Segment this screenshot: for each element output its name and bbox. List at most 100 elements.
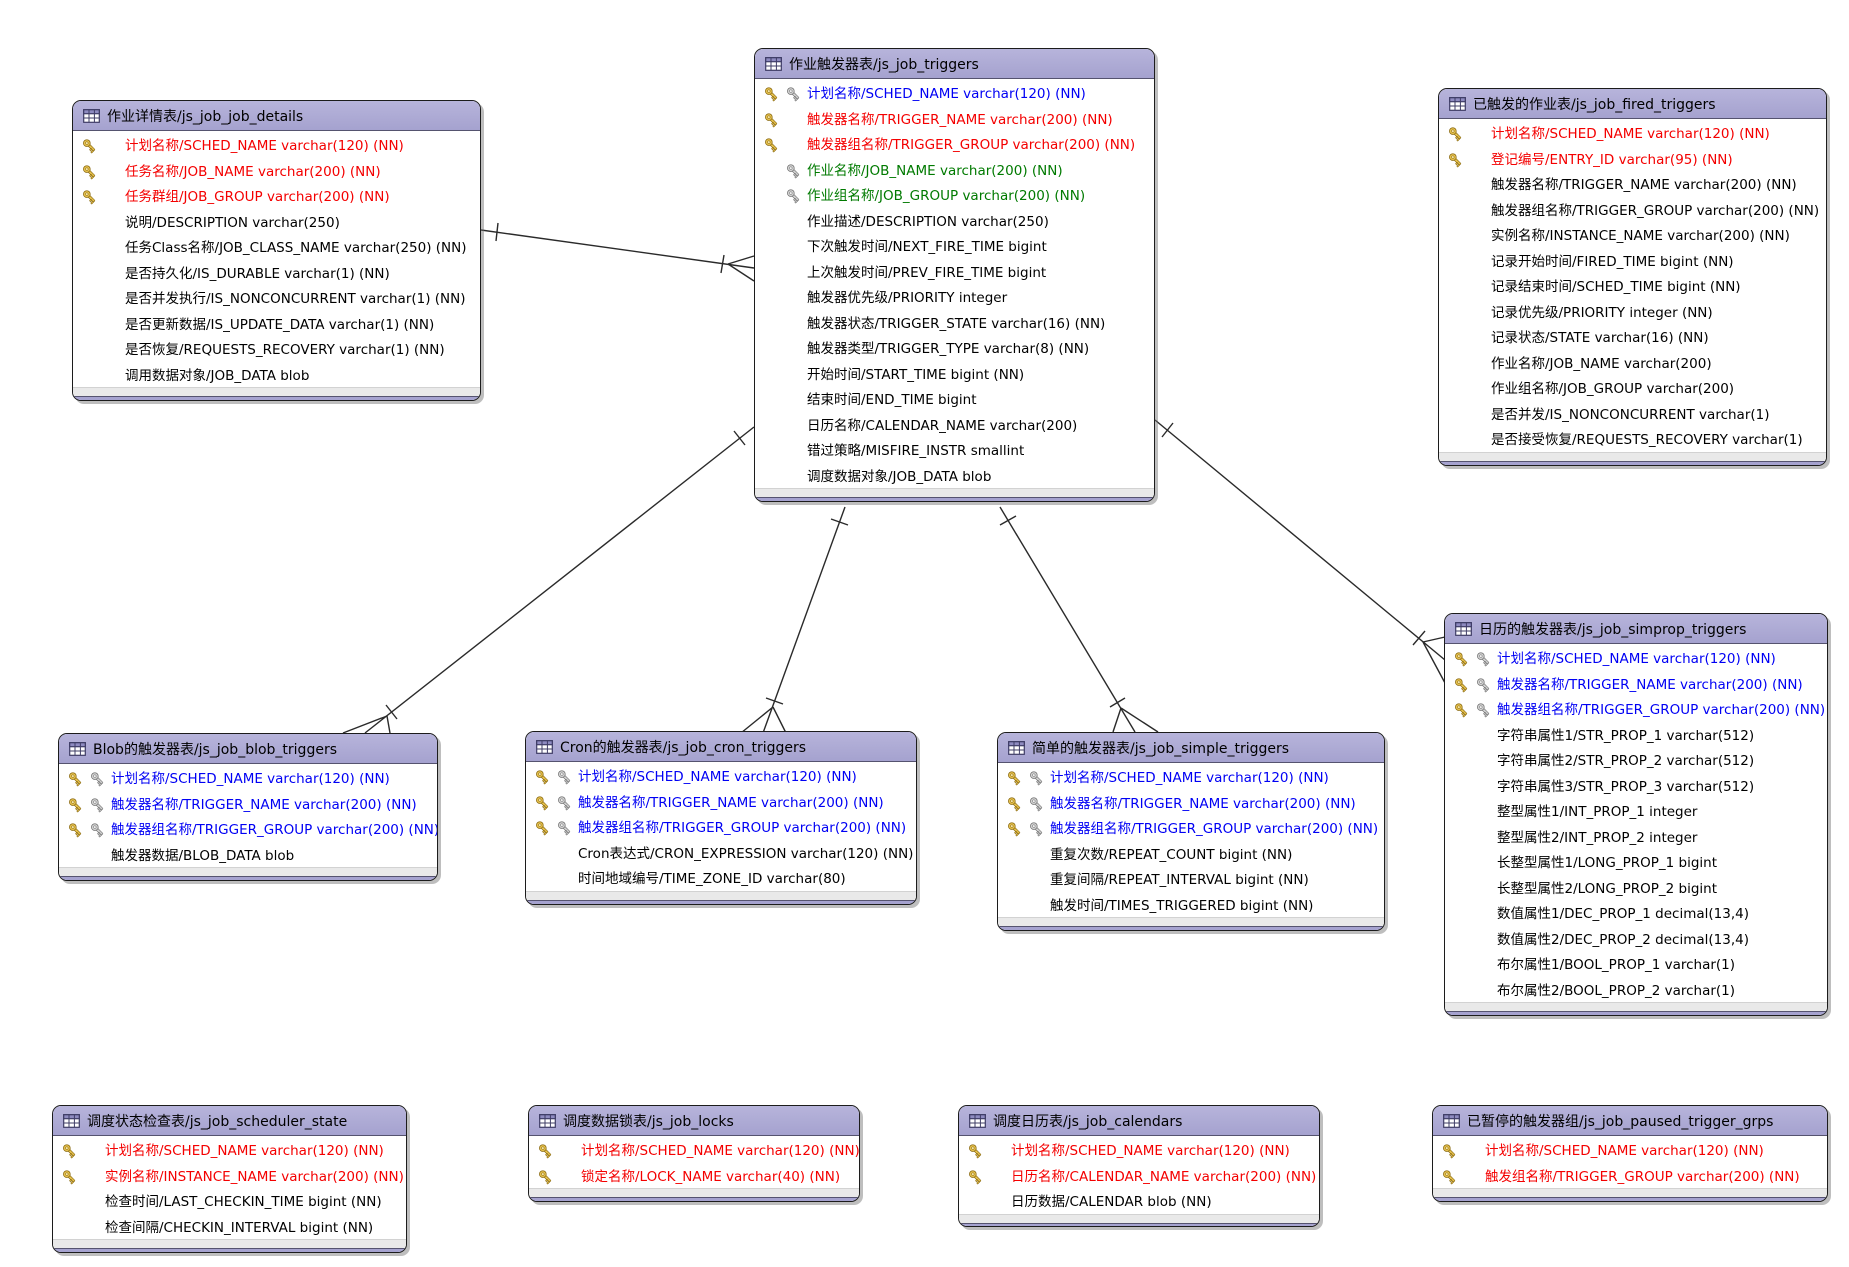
field-row[interactable]: 是否并发执行/IS_NONCONCURRENT varchar(1) (NN) [73,285,480,311]
field-row[interactable]: 触发器优先级/PRIORITY integer [755,284,1154,310]
table-header-js_job_scheduler_state[interactable]: 调度状态检查表/js_job_scheduler_state [53,1106,406,1136]
field-row[interactable]: 触发器名称/TRIGGER_NAME varchar(200) (NN) [755,106,1154,132]
table-header-js_job_simple_triggers[interactable]: 简单的触发器表/js_job_simple_triggers [998,733,1384,763]
field-row[interactable]: 记录开始时间/FIRED_TIME bigint (NN) [1439,248,1826,274]
table-header-js_job_blob_triggers[interactable]: Blob的触发器表/js_job_blob_triggers [59,734,437,764]
field-row[interactable]: 触发器状态/TRIGGER_STATE varchar(16) (NN) [755,310,1154,336]
field-row[interactable]: 字符串属性2/STR_PROP_2 varchar(512) [1445,747,1827,773]
field-row[interactable]: Cron表达式/CRON_EXPRESSION varchar(120) (NN… [526,840,916,866]
field-row[interactable]: 日历名称/CALENDAR_NAME varchar(200) (NN) [959,1163,1319,1189]
field-row[interactable]: 调度数据对象/JOB_DATA blob [755,463,1154,489]
table-header-js_job_job_details[interactable]: 作业详情表/js_job_job_details [73,101,480,131]
field-row[interactable]: 触发器组名称/TRIGGER_GROUP varchar(200) (NN) [755,131,1154,157]
field-row[interactable]: 登记编号/ENTRY_ID varchar(95) (NN) [1439,146,1826,172]
field-row[interactable]: 触发器数据/BLOB_DATA blob [59,842,437,868]
field-row[interactable]: 重复次数/REPEAT_COUNT bigint (NN) [998,841,1384,867]
field-row[interactable]: 错过策略/MISFIRE_INSTR smallint [755,437,1154,463]
field-row[interactable]: 作业名称/JOB_NAME varchar(200) [1439,350,1826,376]
field-row[interactable]: 长整型属性2/LONG_PROP_2 bigint [1445,875,1827,901]
field-row[interactable]: 触发时间/TIMES_TRIGGERED bigint (NN) [998,892,1384,918]
field-row[interactable]: 记录状态/STATE varchar(16) (NN) [1439,324,1826,350]
field-row[interactable]: 字符串属性3/STR_PROP_3 varchar(512) [1445,773,1827,799]
table-header-js_job_locks[interactable]: 调度数据锁表/js_job_locks [529,1106,859,1136]
field-row[interactable]: 触发器名称/TRIGGER_NAME varchar(200) (NN) [526,789,916,815]
field-row[interactable]: 计划名称/SCHED_NAME varchar(120) (NN) [59,765,437,791]
field-row[interactable]: 重复间隔/REPEAT_INTERVAL bigint (NN) [998,866,1384,892]
table-header-js_job_calendars[interactable]: 调度日历表/js_job_calendars [959,1106,1319,1136]
field-row[interactable]: 检查间隔/CHECKIN_INTERVAL bigint (NN) [53,1214,406,1240]
field-row[interactable]: 整型属性2/INT_PROP_2 integer [1445,824,1827,850]
field-row[interactable]: 上次触发时间/PREV_FIRE_TIME bigint [755,259,1154,285]
field-row[interactable]: 计划名称/SCHED_NAME varchar(120) (NN) [1439,120,1826,146]
field-row[interactable]: 触发器组名称/TRIGGER_GROUP varchar(200) (NN) [526,814,916,840]
field-row[interactable]: 数值属性2/DEC_PROP_2 decimal(13,4) [1445,926,1827,952]
field-row[interactable]: 布尔属性1/BOOL_PROP_1 varchar(1) [1445,951,1827,977]
table-header-js_job_triggers[interactable]: 作业触发器表/js_job_triggers [755,49,1154,79]
field-row[interactable]: 计划名称/SCHED_NAME varchar(120) (NN) [755,80,1154,106]
field-row[interactable]: 整型属性1/INT_PROP_1 integer [1445,798,1827,824]
field-row[interactable]: 布尔属性2/BOOL_PROP_2 varchar(1) [1445,977,1827,1003]
field-row[interactable]: 数值属性1/DEC_PROP_1 decimal(13,4) [1445,900,1827,926]
field-row[interactable]: 作业组名称/JOB_GROUP varchar(200) [1439,375,1826,401]
field-row[interactable]: 触发器类型/TRIGGER_TYPE varchar(8) (NN) [755,335,1154,361]
field-row[interactable]: 触发器组名称/TRIGGER_GROUP varchar(200) (NN) [998,815,1384,841]
table-header-js_job_simprop_triggers[interactable]: 日历的触发器表/js_job_simprop_triggers [1445,614,1827,644]
field-row[interactable]: 开始时间/START_TIME bigint (NN) [755,361,1154,387]
field-row[interactable]: 作业名称/JOB_NAME varchar(200) (NN) [755,157,1154,183]
field-row[interactable]: 长整型属性1/LONG_PROP_1 bigint [1445,849,1827,875]
field-row[interactable]: 日历名称/CALENDAR_NAME varchar(200) [755,412,1154,438]
field-row[interactable]: 是否并发/IS_NONCONCURRENT varchar(1) [1439,401,1826,427]
field-row[interactable]: 作业组名称/JOB_GROUP varchar(200) (NN) [755,182,1154,208]
field-row[interactable]: 结束时间/END_TIME bigint [755,386,1154,412]
field-row[interactable]: 是否接受恢复/REQUESTS_RECOVERY varchar(1) [1439,426,1826,452]
field-row[interactable]: 触发组名称/TRIGGER_GROUP varchar(200) (NN) [1433,1163,1827,1189]
field-row[interactable]: 实例名称/INSTANCE_NAME varchar(200) (NN) [53,1163,406,1189]
field-row[interactable]: 时间地域编号/TIME_ZONE_ID varchar(80) [526,865,916,891]
field-row[interactable]: 下次触发时间/NEXT_FIRE_TIME bigint [755,233,1154,259]
field-row[interactable]: 计划名称/SCHED_NAME varchar(120) (NN) [73,132,480,158]
field-row[interactable]: 触发器名称/TRIGGER_NAME varchar(200) (NN) [998,790,1384,816]
field-row[interactable]: 检查时间/LAST_CHECKIN_TIME bigint (NN) [53,1188,406,1214]
field-row[interactable]: 是否更新数据/IS_UPDATE_DATA varchar(1) (NN) [73,311,480,337]
field-row[interactable]: 计划名称/SCHED_NAME varchar(120) (NN) [53,1137,406,1163]
field-row[interactable]: 日历数据/CALENDAR blob (NN) [959,1188,1319,1214]
field-row[interactable]: 任务名称/JOB_NAME varchar(200) (NN) [73,158,480,184]
field-row[interactable]: 调用数据对象/JOB_DATA blob [73,362,480,388]
field-row[interactable]: 计划名称/SCHED_NAME varchar(120) (NN) [1445,645,1827,671]
field-row[interactable]: 是否持久化/IS_DURABLE varchar(1) (NN) [73,260,480,286]
field-row[interactable]: 说明/DESCRIPTION varchar(250) [73,209,480,235]
field-row[interactable]: 触发器名称/TRIGGER_NAME varchar(200) (NN) [59,791,437,817]
field-row[interactable]: 计划名称/SCHED_NAME varchar(120) (NN) [998,764,1384,790]
field-row[interactable]: 是否恢复/REQUESTS_RECOVERY varchar(1) (NN) [73,336,480,362]
field-row[interactable]: 计划名称/SCHED_NAME varchar(120) (NN) [526,763,916,789]
field-row[interactable]: 计划名称/SCHED_NAME varchar(120) (NN) [1433,1137,1827,1163]
field-row[interactable]: 记录结束时间/SCHED_TIME bigint (NN) [1439,273,1826,299]
field-row[interactable]: 触发器组名称/TRIGGER_GROUP varchar(200) (NN) [59,816,437,842]
field-row[interactable]: 任务Class名称/JOB_CLASS_NAME varchar(250) (N… [73,234,480,260]
field-row[interactable]: 计划名称/SCHED_NAME varchar(120) (NN) [529,1137,859,1163]
field-row[interactable]: 记录优先级/PRIORITY integer (NN) [1439,299,1826,325]
field-row[interactable]: 触发器组名称/TRIGGER_GROUP varchar(200) (NN) [1439,197,1826,223]
table-header-js_job_paused_trigger_grps[interactable]: 已暂停的触发器组/js_job_paused_trigger_grps [1433,1106,1827,1136]
field-row[interactable]: 字符串属性1/STR_PROP_1 varchar(512) [1445,722,1827,748]
table-header-js_job_fired_triggers[interactable]: 已触发的作业表/js_job_fired_triggers [1439,89,1826,119]
field-row[interactable]: 触发器名称/TRIGGER_NAME varchar(200) (NN) [1445,671,1827,697]
field-row[interactable]: 触发器名称/TRIGGER_NAME varchar(200) (NN) [1439,171,1826,197]
field-row[interactable]: 任务群组/JOB_GROUP varchar(200) (NN) [73,183,480,209]
field-row[interactable]: 锁定名称/LOCK_NAME varchar(40) (NN) [529,1163,859,1189]
field-row[interactable]: 触发器组名称/TRIGGER_GROUP varchar(200) (NN) [1445,696,1827,722]
field-row[interactable]: 作业描述/DESCRIPTION varchar(250) [755,208,1154,234]
field-row[interactable]: 实例名称/INSTANCE_NAME varchar(200) (NN) [1439,222,1826,248]
table-header-js_job_cron_triggers[interactable]: Cron的触发器表/js_job_cron_triggers [526,732,916,762]
